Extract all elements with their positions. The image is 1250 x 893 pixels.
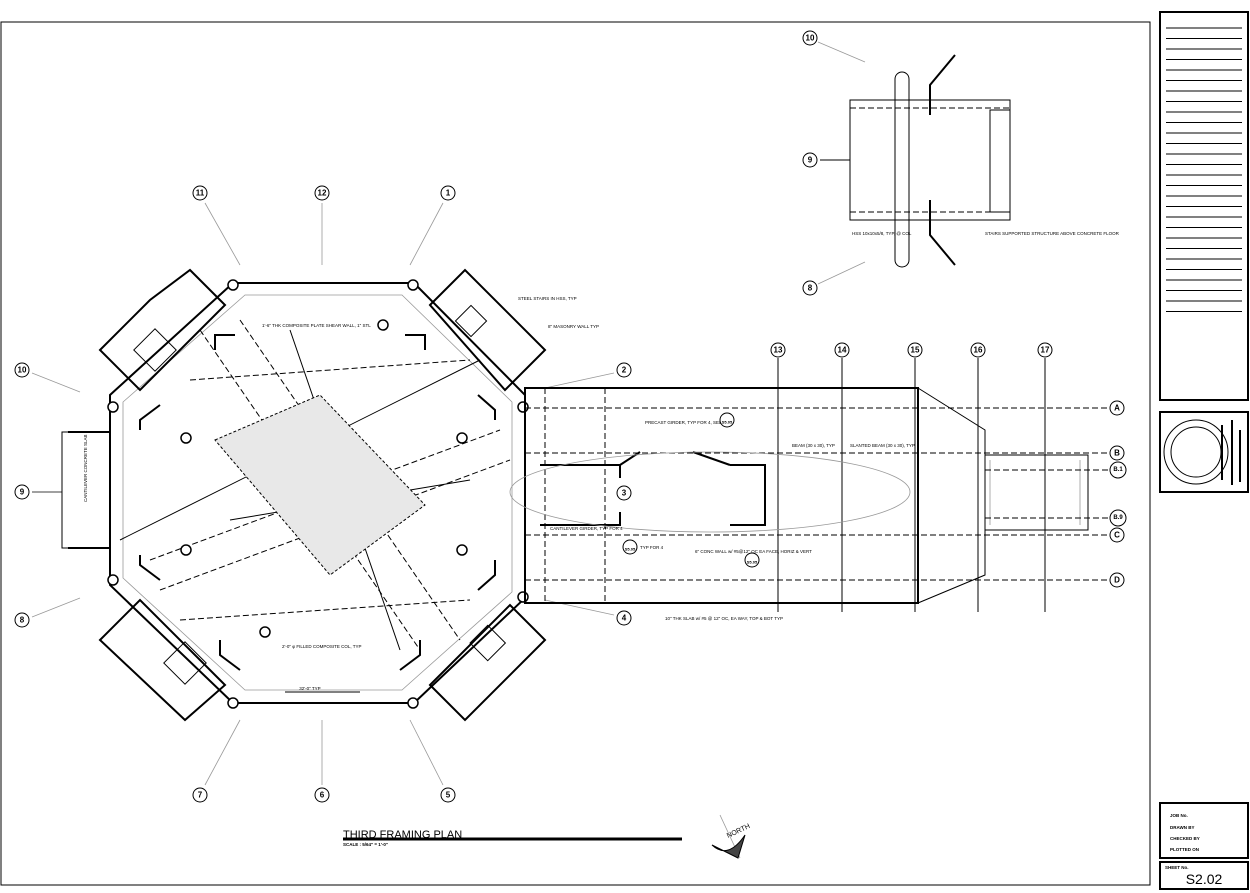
bridge-structure xyxy=(509,358,1110,612)
grid-bubble-key-10: 10 xyxy=(802,30,818,46)
grid-bubble-4: 4 xyxy=(616,610,632,626)
title-block xyxy=(1159,11,1249,890)
sheet-number: S2.02 xyxy=(1186,871,1223,887)
engineer-seal xyxy=(1163,419,1229,485)
grid-bubble-15: 15 xyxy=(907,342,923,358)
svg-text:5: 5 xyxy=(446,791,451,800)
svg-text:2: 2 xyxy=(622,366,627,375)
key-plan xyxy=(817,41,1011,285)
svg-text:B.1: B.1 xyxy=(1113,467,1123,473)
grid-bubble-14: 14 xyxy=(834,342,850,358)
note-conc-wall: 6" CONC WALL w/ #5@12" OC EA FACE, HORIZ… xyxy=(695,549,812,554)
note-masonry-wall: 8" MASONRY WALL TYP xyxy=(548,324,599,329)
north-label: NORTH xyxy=(726,823,751,840)
note-composite-wall: 1'-6" THK COMPOSITE PLATE SHEAR WALL, 1"… xyxy=(262,323,371,328)
sheet-no-label: SHEET No. xyxy=(1165,865,1189,870)
note-hss: HSS 10x10x5/8, TYP, @ COL xyxy=(852,231,912,236)
section-ref[interactable]: S5.05 xyxy=(719,412,735,428)
grid-bubble-17: 17 xyxy=(1037,342,1053,358)
note-slanted-beam: SLANTED BEAM (30 x 30), TYP xyxy=(850,443,915,448)
grid-bubble-B9: B.9 xyxy=(1109,509,1127,527)
grid-bubble-1: 1 xyxy=(440,185,456,201)
note-stairs-supported: STAIRS SUPPORTED STRUCTURE ABOVE CONCRET… xyxy=(985,231,1120,236)
grid-bubble-key-8: 8 xyxy=(802,280,818,296)
grid-bubble-B: B xyxy=(1109,445,1125,461)
note-filled-col: 2'-0" φ FILLED COMPOSITE COL, TYP xyxy=(282,644,362,649)
svg-text:16: 16 xyxy=(974,346,983,355)
svg-text:S5.05: S5.05 xyxy=(747,560,758,565)
svg-text:12: 12 xyxy=(318,189,327,198)
svg-text:14: 14 xyxy=(838,346,847,355)
svg-text:17: 17 xyxy=(1041,346,1050,355)
grid-bubble-D: D xyxy=(1109,572,1125,588)
plotted-on-label: PLOTTED ON xyxy=(1170,847,1199,852)
svg-text:B: B xyxy=(1114,449,1120,458)
octagon-tower xyxy=(31,202,615,786)
grid-bubble-3: 3 xyxy=(616,485,632,501)
dimension-label: 32'-0" TYP xyxy=(299,686,320,691)
svg-text:10: 10 xyxy=(806,34,815,43)
drawn-by-label: DRAWN BY xyxy=(1170,825,1195,830)
svg-text:13: 13 xyxy=(774,346,783,355)
svg-text:C: C xyxy=(1114,531,1120,540)
svg-text:8: 8 xyxy=(20,616,25,625)
svg-text:9: 9 xyxy=(808,156,813,165)
grid-bubble-A: A xyxy=(1109,400,1125,416)
grid-bubble-B1: B.1 xyxy=(1109,461,1127,479)
svg-text:3: 3 xyxy=(622,489,627,498)
svg-text:9: 9 xyxy=(20,488,25,497)
drawing-border xyxy=(0,21,1151,886)
svg-text:4: 4 xyxy=(622,614,627,623)
grid-bubble-13: 13 xyxy=(770,342,786,358)
svg-text:D: D xyxy=(1114,576,1120,585)
grid-bubble-11: 11 xyxy=(192,185,208,201)
checked-by-label: CHECKED BY xyxy=(1170,836,1200,841)
note-precast-girder: PRECAST GIRDER, TYP FOR 4, SEE xyxy=(645,420,722,425)
note-cantilever-slab: CANTILEVER CONCRETE SLAB xyxy=(83,434,88,502)
note-steel-stairs: STEEL STAIRS IN HSS, TYP xyxy=(518,296,577,301)
grid-bubble-key-9: 9 xyxy=(802,152,818,168)
section-ref[interactable]: S5.05 xyxy=(744,552,760,568)
grid-bubble-16: 16 xyxy=(970,342,986,358)
drawing-scale: SCALE : 5/64" = 1'-0" xyxy=(343,842,388,847)
note-typ-for-4: TYP FOR 4 xyxy=(640,545,664,550)
svg-text:10: 10 xyxy=(18,366,27,375)
grid-bubble-8: 8 xyxy=(14,612,30,628)
grid-bubble-5: 5 xyxy=(440,787,456,803)
grid-bubble-10: 10 xyxy=(14,362,30,378)
svg-text:8: 8 xyxy=(808,284,813,293)
section-ref[interactable]: S5.05 xyxy=(622,539,638,555)
grid-bubble-6: 6 xyxy=(314,787,330,803)
svg-text:B.9: B.9 xyxy=(1113,515,1123,521)
note-slab: 10" THK SLAB w/ #5 @ 12" OC, EA WAY, TOP… xyxy=(665,616,783,621)
svg-text:6: 6 xyxy=(320,791,325,800)
svg-text:S5.05: S5.05 xyxy=(722,420,733,425)
grid-bubble-12: 12 xyxy=(314,185,330,201)
grid-bubble-7: 7 xyxy=(192,787,208,803)
svg-text:1: 1 xyxy=(446,189,451,198)
svg-text:15: 15 xyxy=(911,346,920,355)
grid-bubble-C: C xyxy=(1109,527,1125,543)
note-beam-typ: BEAM (30 x 30), TYP xyxy=(792,443,835,448)
svg-text:7: 7 xyxy=(198,791,203,800)
svg-text:A: A xyxy=(1114,404,1120,413)
note-cantilever-girder: CANTILEVER GIRDER, TYP FOR 4 xyxy=(550,526,623,531)
grid-bubble-9: 9 xyxy=(14,484,30,500)
north-arrow: NORTH xyxy=(711,814,751,859)
job-no-label: JOB No. xyxy=(1170,813,1188,818)
svg-text:11: 11 xyxy=(196,189,205,198)
svg-text:S5.05: S5.05 xyxy=(625,547,636,552)
grid-bubble-2: 2 xyxy=(616,362,632,378)
